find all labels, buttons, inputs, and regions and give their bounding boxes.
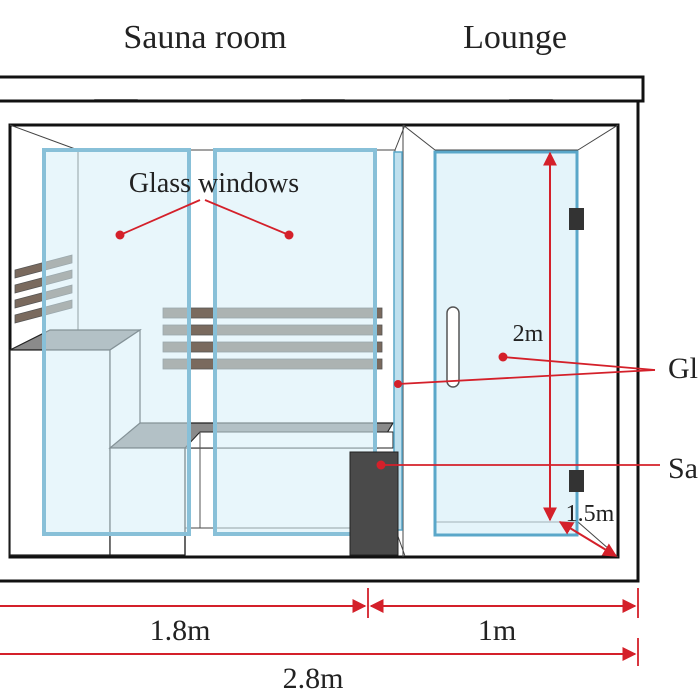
glass-door-leaders: [397, 356, 656, 385]
sauna-heater-label: Sa: [668, 452, 698, 485]
glass-windows-label: Glass windows: [129, 168, 299, 199]
sauna-heater: [349, 451, 399, 556]
depth-label: 1.5m: [566, 501, 615, 527]
glass-door-dot: [394, 380, 402, 388]
glass-door-dot: [498, 352, 508, 362]
width-extension-lines: [367, 588, 639, 666]
door-handle-icon: [446, 306, 460, 388]
hinge-icon: [569, 470, 584, 492]
lounge-heading: Lounge: [463, 19, 567, 56]
glass-door-label: Gl: [668, 352, 698, 385]
height-label: 2m: [513, 321, 544, 347]
width-sauna-label: 1.8m: [150, 614, 211, 647]
sauna-room-heading: Sauna room: [123, 19, 286, 56]
glass-window-left: [42, 148, 191, 536]
width-total-label: 2.8m: [283, 662, 344, 695]
glass-windows-dot: [284, 230, 294, 240]
depth-arrow: [558, 521, 618, 557]
glass-windows-leaders: [119, 199, 290, 236]
roof-cap: [0, 75, 645, 103]
width-lounge-label: 1m: [478, 614, 516, 647]
glass-window-right: [213, 148, 377, 536]
hinge-icon: [569, 208, 584, 230]
glass-windows-dot: [115, 230, 125, 240]
sauna-heater-dot: [376, 460, 386, 470]
